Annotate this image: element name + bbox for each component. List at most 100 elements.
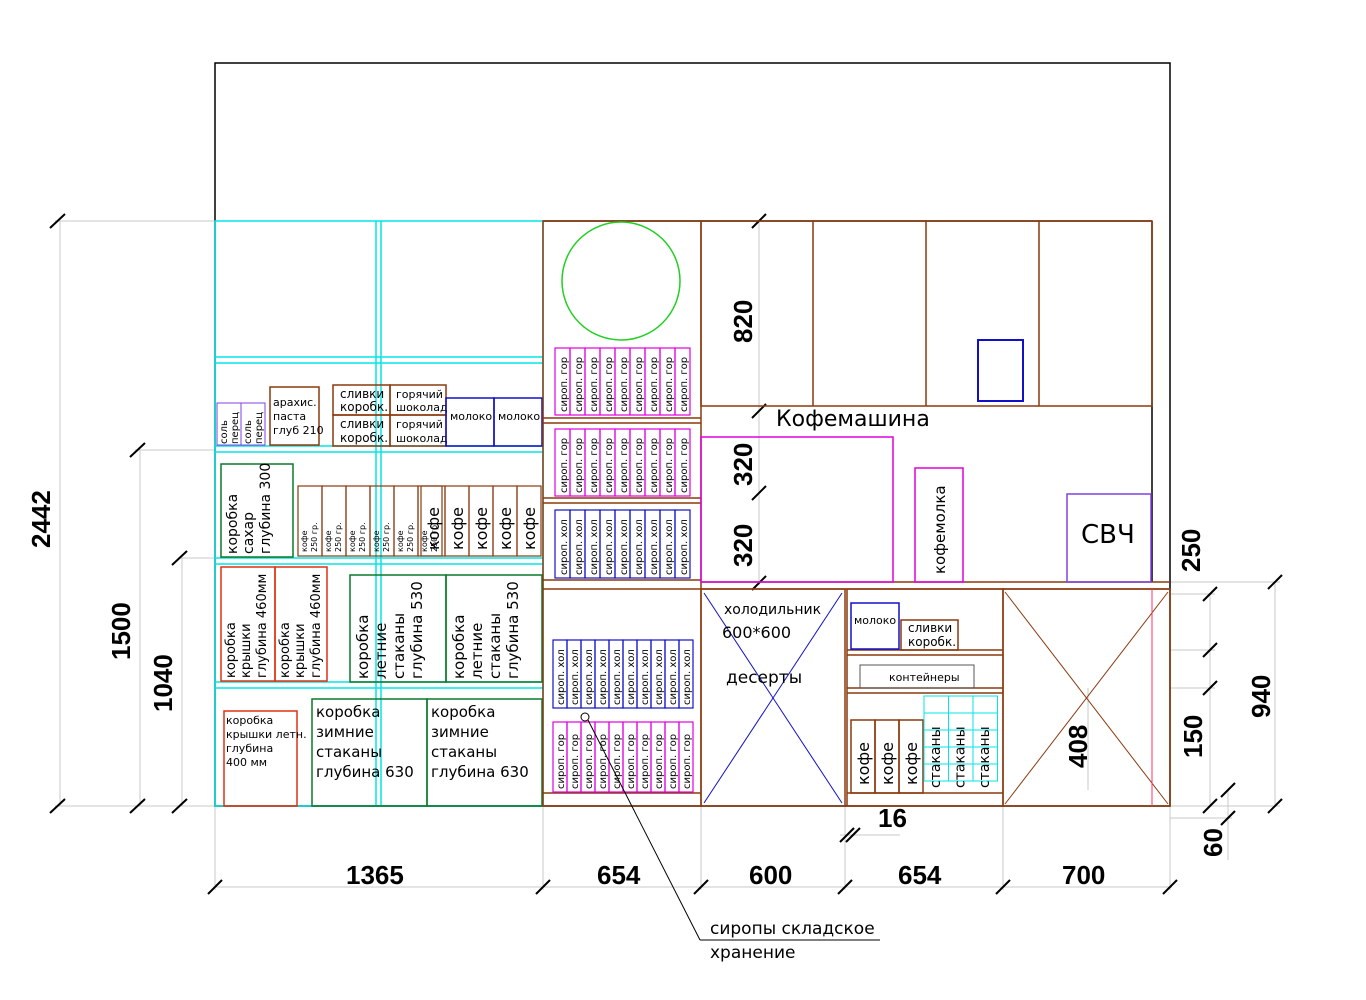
lid-label-1a: коробка — [224, 622, 239, 678]
cup-stack-cell — [948, 695, 974, 714]
dim-654a: 654 — [597, 860, 641, 890]
syrup-storage-label-2: хранение — [710, 943, 795, 963]
cream-label-1b: коробк. — [340, 400, 388, 414]
syrup-bottle-label: сироп. хол — [589, 519, 600, 575]
cream-cabinet-label-1: сливки — [908, 621, 952, 635]
coffee-250g-label-2: 250 гр. — [382, 522, 391, 552]
syrup-bottle-label: сироп. хол — [559, 519, 570, 575]
cream-label-2b: коробк. — [340, 431, 388, 445]
syrup-bottle-label: сироп. гор — [679, 357, 690, 412]
syrup-bottle-label: сироп. гор — [559, 438, 570, 493]
lid-label-1b: крышки — [239, 623, 254, 678]
dim-940: 940 — [1246, 675, 1276, 718]
dim-408: 408 — [1063, 725, 1093, 768]
summer-label-2d: глубина 530 — [504, 581, 522, 679]
cup-stack-cell — [923, 695, 949, 714]
summer-lid-label-1: коробка — [226, 714, 273, 727]
syrup-bottle-label: сироп. гор — [589, 438, 600, 493]
winter-cups-group: коробка зимние стаканы глубина 630 короб… — [311, 698, 543, 807]
syrup-bottle-label: сироп. хол — [664, 519, 675, 575]
coffee-250g-label-1: кофе — [300, 530, 309, 552]
coffee-250g-label-2: 250 гр. — [406, 522, 415, 552]
winter-label-1c: стаканы — [316, 743, 382, 761]
syrup-column — [542, 220, 702, 807]
grinder-label: кофемолка — [931, 485, 949, 574]
cabinet-coffee-label: кофе — [902, 742, 921, 785]
lid-label-1c: глубина 460мм — [255, 574, 270, 678]
milk-label-1: молоко — [450, 410, 492, 423]
syrup-bottle — [678, 721, 694, 793]
syrup-bottle-label: сироп. гор — [634, 438, 645, 493]
peanut-label-3: глуб 210 — [273, 424, 324, 437]
containers-label: контейнеры — [889, 671, 960, 684]
coffee-250g-label-1: кофе — [348, 530, 357, 552]
coffee-250g-label-2: 250 гр. — [358, 522, 367, 552]
dim-2442: 2442 — [26, 490, 56, 548]
extension-lines — [55, 220, 1280, 890]
syrup-storage-label-1: сиропы складское — [710, 919, 875, 939]
summer-label-1a: коробка — [354, 615, 372, 679]
coffee-250g-label-1: кофе — [372, 530, 381, 552]
syrup-bottle-label: сироп. гор — [589, 357, 600, 412]
syrup-bottle — [674, 347, 691, 416]
cabinet-coffee-box — [898, 719, 924, 794]
syrup-bottle-label: сироп. хол — [649, 519, 660, 575]
coffee-pack-label: кофе — [448, 507, 467, 550]
cups-label: стаканы — [928, 726, 944, 788]
hotchoc-label-2b: шоколад — [396, 432, 448, 445]
coffee-250g-label-1: кофе — [324, 530, 333, 552]
lid-box-group: коробка крышки глубина 460мм коробка кры… — [220, 566, 328, 682]
coffee-pack-box — [516, 485, 542, 557]
sugar-label-3: глубина 300 — [258, 463, 274, 554]
cup-stack-cell — [972, 695, 998, 714]
grinder — [914, 467, 964, 583]
summer-label-2b: летние — [468, 623, 486, 679]
hotchoc-label-2a: горячий — [396, 418, 443, 431]
syrup-bottle — [674, 509, 691, 579]
syrup-bottle-label: сироп. хол — [574, 519, 585, 575]
wall-socket-box — [977, 339, 1024, 402]
summer-label-2c: стаканы — [486, 613, 504, 679]
dim-820: 820 — [728, 300, 758, 343]
syrup-bottle-label: сироп. хол — [668, 649, 679, 705]
salt-label-1: соль — [219, 420, 230, 444]
syrup-bottle-label: сироп. гор — [626, 734, 637, 789]
dimension-ticks — [49, 213, 1283, 895]
sugar-box: коробка сахар глубина 300 — [220, 463, 294, 558]
syrup-bottle-label: сироп. гор — [654, 734, 665, 789]
coffee-pack-label: кофе — [520, 507, 539, 550]
syrup-bottle-label: сироп. гор — [682, 734, 693, 789]
pepper-box — [240, 402, 266, 446]
peanut-label-1: арахис. — [273, 396, 317, 409]
syrup-bottle-label: сироп. хол — [634, 519, 645, 575]
syrup-bottle-label: сироп. гор — [556, 734, 567, 789]
winter-label-1b: зимние — [316, 723, 374, 741]
cup-stack-cell — [972, 763, 998, 782]
coffee-250g-label-2: 250 гр. — [430, 522, 439, 552]
coffee-pack-label: кофе — [424, 507, 443, 550]
winter-label-2b: зимние — [431, 723, 489, 741]
winter-label-1a: коробка — [316, 703, 380, 721]
summer-lid-label-2: крышки летн. — [226, 728, 307, 741]
fridge: холодильник 600*600 десерты — [700, 588, 846, 807]
coffee-250g-label-2: 250 гр. — [310, 522, 319, 552]
syrup-storage-callout: сиропы складское хранение — [580, 712, 880, 963]
lid-label-2a: коробка — [278, 622, 293, 678]
sugar-label-2: сахар — [241, 512, 257, 554]
dim-654b: 654 — [898, 860, 942, 890]
dim-250: 250 — [1176, 529, 1206, 572]
desserts-label: десерты — [726, 668, 802, 688]
syrup-bottle-label: сироп. хол — [640, 649, 651, 705]
syrup-bottle — [678, 639, 694, 709]
syrup-bottle-label: сироп. гор — [570, 734, 581, 789]
fridge-label-1: холодильник — [724, 602, 821, 618]
syrup-bottle-label: сироп. гор — [612, 734, 623, 789]
milk-box-cabinet — [850, 602, 900, 650]
summer-label-2a: коробка — [450, 615, 468, 679]
cream-cabinet-label-2: коробк. — [908, 635, 956, 649]
syrup-bottle-label: сироп. хол — [626, 649, 637, 705]
